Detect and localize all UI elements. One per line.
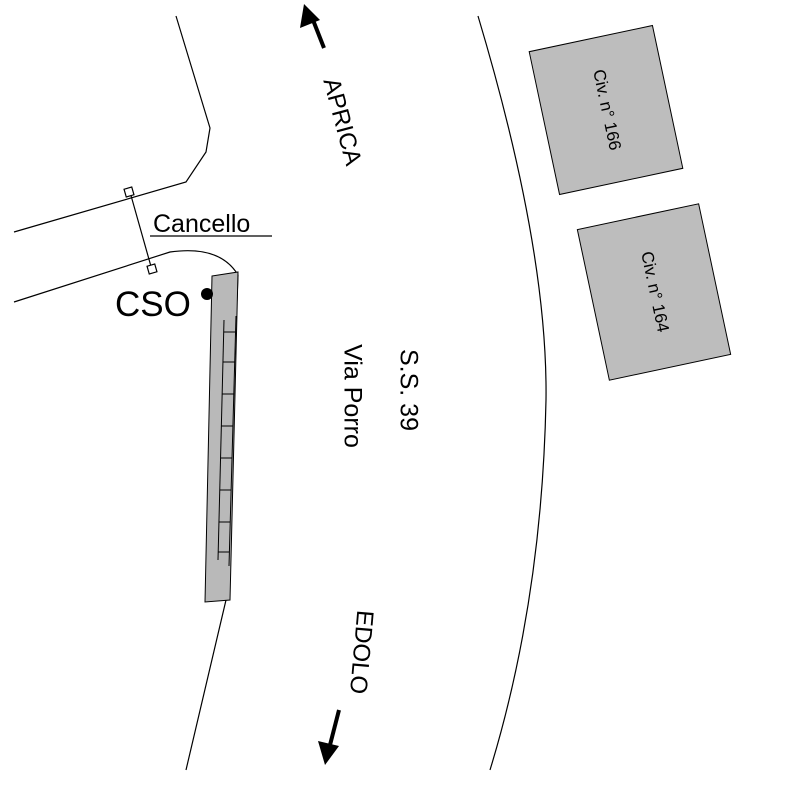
north-direction-label: APRICA [318,75,367,168]
cso-marker-icon [201,288,213,300]
north-arrow-icon [300,4,326,49]
building-164: Civ. n° 164 [576,203,732,381]
road-west-edge-north [13,15,211,233]
road-code-label: S.S. 39 [394,349,422,431]
gate-label: Cancello [153,210,250,238]
south-direction-label: EDOLO [344,609,378,695]
road-west-edge-lane [13,250,239,771]
gate-symbol [123,186,158,275]
south-arrow-icon [318,709,341,765]
building-166: Civ. n° 166 [528,24,684,196]
road-east-edge [477,15,547,771]
road-name-label: Via Porro [338,344,366,448]
barrier-strip [204,271,239,603]
cso-label: CSO [115,285,191,324]
